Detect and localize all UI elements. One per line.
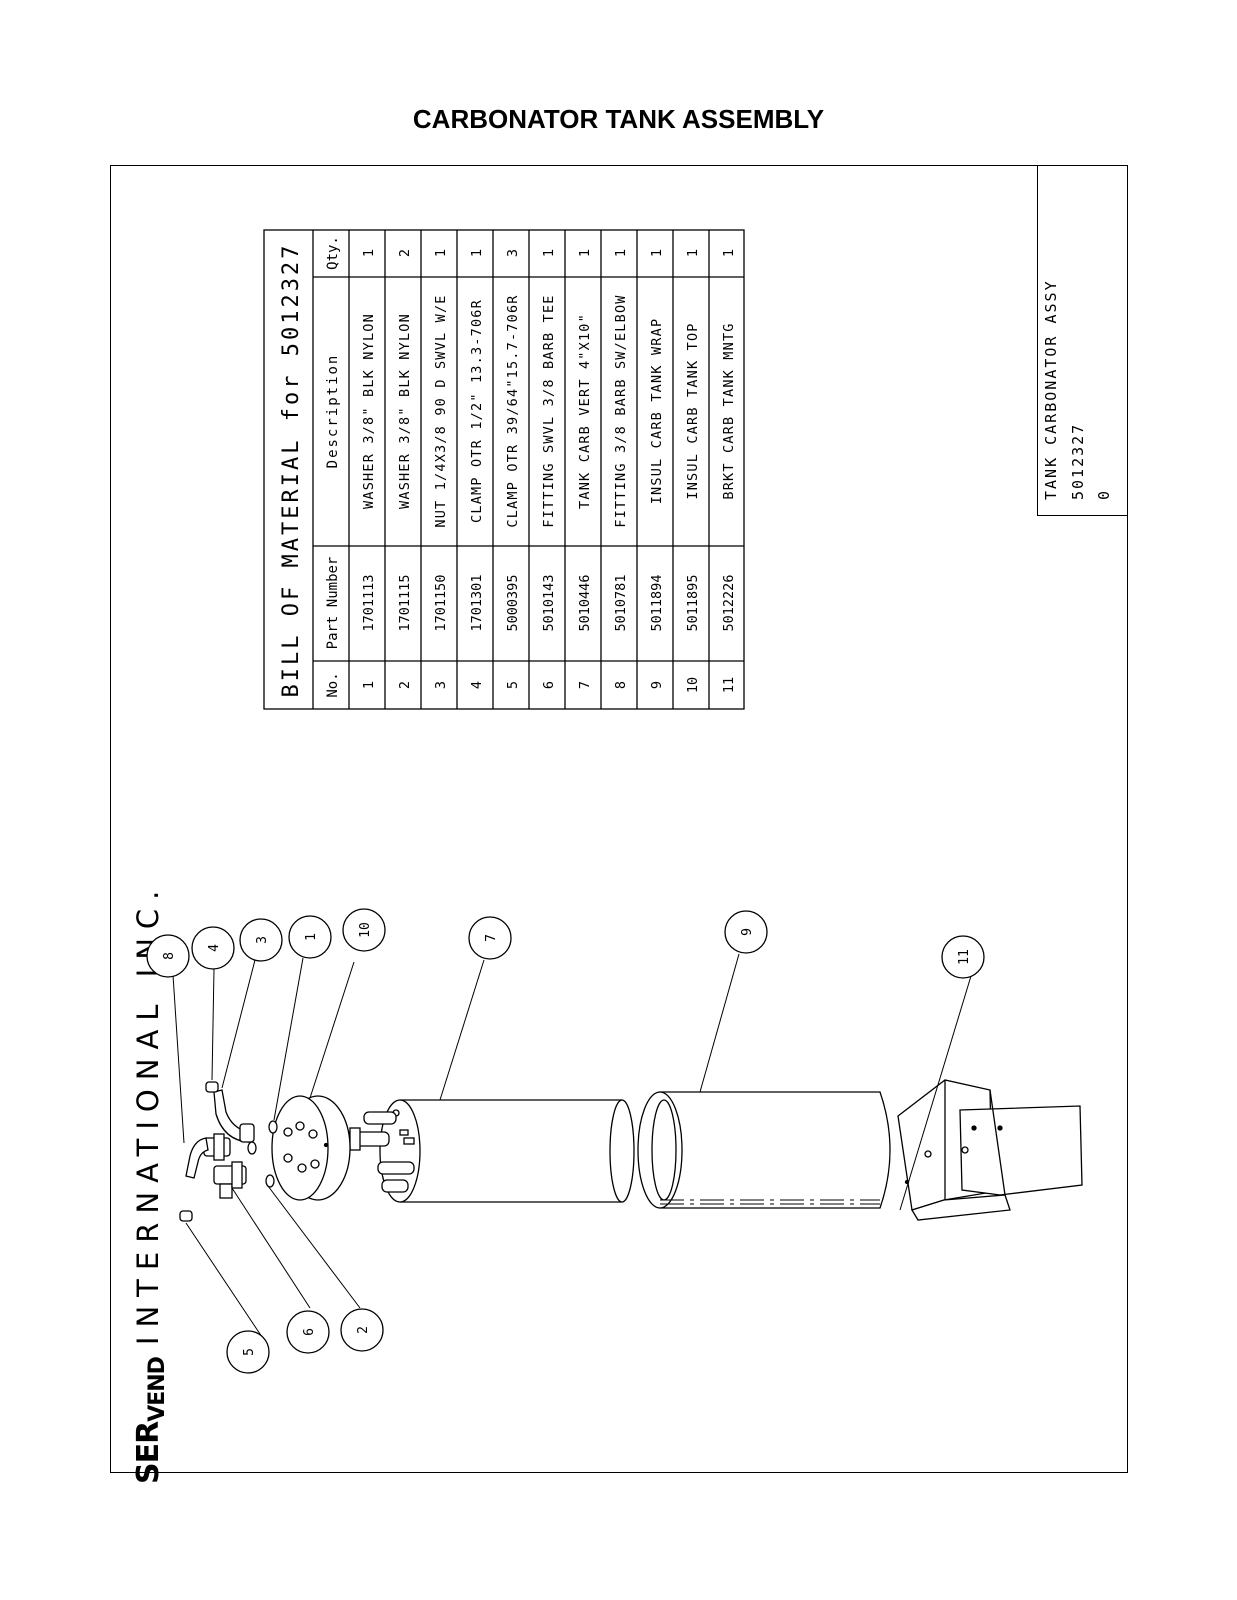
bom-cell-part: 5010781 bbox=[613, 575, 629, 632]
callout-label: 3 bbox=[255, 936, 270, 944]
bom-cell-desc: WASHER 3/8" BLK NYLON bbox=[397, 313, 413, 509]
bom-cell-part: 1701301 bbox=[469, 575, 485, 632]
clamp-5 bbox=[179, 1210, 193, 1222]
callout-balloon bbox=[288, 915, 332, 959]
exploded-parts bbox=[179, 1079, 1083, 1222]
callout-label: 11 bbox=[957, 949, 972, 965]
bom-cell-part: 5010446 bbox=[577, 575, 593, 632]
bom-cell-no: 6 bbox=[541, 681, 557, 689]
bom-header-qty: Qty. bbox=[325, 236, 341, 270]
bom-table bbox=[263, 229, 745, 710]
bom-cell-part: 1701150 bbox=[433, 575, 449, 632]
fittings bbox=[185, 1089, 255, 1199]
washer-2b bbox=[247, 1141, 257, 1155]
bom-cell-qty: 1 bbox=[577, 249, 593, 257]
callout-label: 6 bbox=[302, 1328, 317, 1336]
bom-cell-part: 5012226 bbox=[721, 575, 737, 632]
bom-cell-desc: BRKT CARB TANK MNTG bbox=[721, 322, 737, 499]
callout-balloon bbox=[342, 908, 386, 952]
bom-cell-no: 2 bbox=[397, 681, 413, 689]
bom-cell-qty: 1 bbox=[685, 249, 701, 257]
bom-cell-qty: 3 bbox=[505, 249, 521, 257]
callout-balloon bbox=[340, 1308, 384, 1352]
insulation-top bbox=[271, 1095, 351, 1201]
callout-label: 5 bbox=[242, 1348, 257, 1356]
bom-cell-desc: TANK CARB VERT 4"X10" bbox=[577, 313, 593, 509]
callout-label: 10 bbox=[358, 922, 373, 938]
bom-header-desc: Description bbox=[325, 354, 341, 469]
bom-cell-no: 4 bbox=[469, 681, 485, 689]
callout-balloon bbox=[191, 926, 235, 970]
bom-header-part: Part Number bbox=[325, 557, 341, 650]
bom-cell-part: 5011895 bbox=[685, 575, 701, 632]
bom-cell-desc: FITTING 3/8 BARB SW/ELBOW bbox=[613, 294, 629, 527]
bom-cell-qty: 2 bbox=[397, 249, 413, 257]
bom-cell-no: 5 bbox=[505, 681, 521, 689]
bom-cell-no: 11 bbox=[721, 677, 737, 693]
bom-cell-desc: CLAMP OTR 39/64"15.7-706R bbox=[505, 294, 521, 527]
callout-balloon bbox=[239, 918, 283, 962]
bom-cell-desc: FITTING SWVL 3/8 BARB TEE bbox=[541, 294, 557, 527]
mounting-bracket bbox=[897, 1079, 1083, 1221]
callout-label: 4 bbox=[207, 944, 222, 952]
callout-label: 9 bbox=[740, 928, 755, 936]
washer-2 bbox=[265, 1174, 275, 1188]
bom-cell-desc: NUT 1/4X3/8 90 D SWVL W/E bbox=[433, 294, 449, 527]
title-block bbox=[1037, 165, 1128, 516]
bom-cell-no: 7 bbox=[577, 681, 593, 689]
bom-cell-part: 5011894 bbox=[649, 575, 665, 632]
bom-cell-qty: 1 bbox=[433, 249, 449, 257]
bom-cell-part: 5010143 bbox=[541, 575, 557, 632]
callouts: 8 4 3 1 10 7 9 11 5 6 2 bbox=[146, 908, 985, 1374]
bom-cell-part: 1701115 bbox=[397, 575, 413, 632]
bom-cell-qty: 1 bbox=[469, 249, 485, 257]
drawing-frame bbox=[110, 165, 1128, 1473]
bom-cell-qty: 1 bbox=[541, 249, 557, 257]
carbonator-tank bbox=[344, 1099, 635, 1203]
callout-balloon bbox=[226, 1330, 270, 1374]
bom-cell-part: 5000395 bbox=[505, 575, 521, 632]
leader-lines bbox=[172, 953, 972, 1341]
bom-cell-desc: WASHER 3/8" BLK NYLON bbox=[361, 313, 377, 509]
callout-balloon bbox=[146, 934, 190, 978]
bom-header-no: No. bbox=[325, 672, 341, 697]
callout-label: 8 bbox=[162, 952, 177, 960]
bom-border bbox=[263, 229, 745, 710]
callout-balloon bbox=[724, 910, 768, 954]
bom-cell-desc: CLAMP OTR 1/2" 13.3-706R bbox=[469, 299, 485, 523]
callout-label: 2 bbox=[356, 1326, 371, 1334]
bom-cell-qty: 1 bbox=[361, 249, 377, 257]
bom-rows: 1 1701113 WASHER 3/8" BLK NYLON 1 2 1701115 WA… bbox=[361, 249, 737, 693]
bom-cell-qty: 1 bbox=[613, 249, 629, 257]
bom-text: BILL OF MATERIAL for 5012327 No. Part Nu… bbox=[279, 236, 737, 698]
bom-cell-qty: 1 bbox=[721, 249, 737, 257]
callout-label: 7 bbox=[484, 934, 499, 942]
bom-cell-desc: INSUL CARB TANK WRAP bbox=[649, 318, 665, 505]
bom-cell-no: 9 bbox=[649, 681, 665, 689]
bom-cell-no: 1 bbox=[361, 681, 377, 689]
washer-1 bbox=[268, 1120, 278, 1134]
bom-cell-no: 3 bbox=[433, 681, 449, 689]
callout-balloon bbox=[468, 916, 512, 960]
callout-balloon bbox=[941, 935, 985, 979]
insulation-wrap bbox=[637, 1091, 891, 1209]
bom-cell-part: 1701113 bbox=[361, 575, 377, 632]
clamp-4 bbox=[205, 1081, 219, 1093]
callout-label: 1 bbox=[304, 933, 319, 941]
bom-cell-no: 10 bbox=[685, 677, 701, 693]
bom-title: BILL OF MATERIAL for 5012327 bbox=[279, 243, 304, 698]
bom-cell-qty: 1 bbox=[649, 249, 665, 257]
bom-cell-desc: INSUL CARB TANK TOP bbox=[685, 322, 701, 499]
bom-cell-no: 8 bbox=[613, 681, 629, 689]
page-title: CARBONATOR TANK ASSEMBLY bbox=[412, 104, 825, 134]
callout-balloon bbox=[286, 1310, 330, 1354]
